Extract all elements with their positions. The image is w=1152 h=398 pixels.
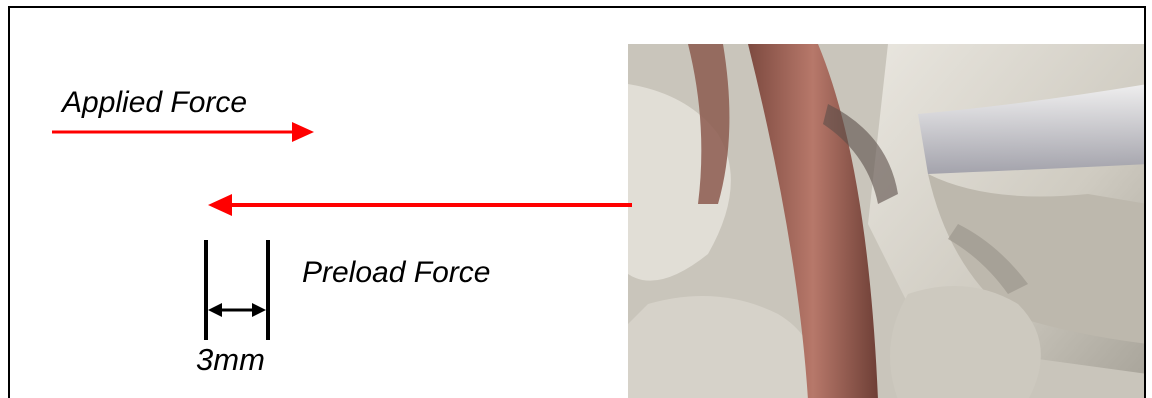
preload-force-arrow: [208, 194, 632, 216]
displacement-dimension: [206, 240, 268, 340]
displacement-label: 3mm: [196, 342, 265, 378]
force-overlay: [10, 8, 1146, 398]
applied-force-arrow: [52, 122, 314, 142]
preload-force-label: Preload Force: [302, 256, 490, 290]
diagram-frame: Applied Force Preload Force 3mm: [8, 6, 1146, 398]
applied-force-label: Applied Force: [62, 86, 247, 120]
